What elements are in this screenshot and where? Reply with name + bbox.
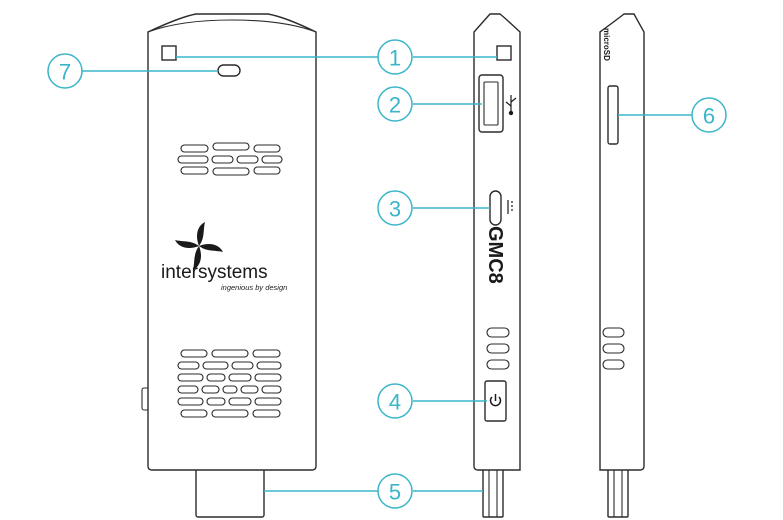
callout-3-label: 3 [389,197,401,222]
brand-name: intersystems [161,262,268,283]
hdmi-plug-side-b [607,466,629,518]
callouts: 1 2 3 4 5 6 7 [47,39,727,509]
status-led-window [161,45,177,61]
callout-4 [377,383,413,419]
status-led-side [496,45,512,61]
hdmi-plug-side [482,466,504,518]
callout-2-label: 2 [389,93,401,118]
callout-5-label: 5 [389,480,401,505]
dc-in-port [489,190,502,226]
callout-7 [47,53,83,89]
callout-4-label: 4 [389,390,401,415]
card-slot-label: microSD [602,28,611,61]
side-vents-b [602,327,625,370]
intersystems-logo-icon [175,222,223,270]
callout-3 [377,190,413,226]
upper-vents [177,142,283,176]
dc-power-icon [507,200,513,214]
lower-vents [177,349,282,418]
callout-1 [377,39,413,75]
front-top-seam [147,19,317,33]
side-body-b [599,13,645,471]
model-label: GMC8 [484,226,506,284]
microsd-slot [607,85,619,145]
hdmi-plug-front [195,466,265,518]
callout-6 [691,97,727,133]
front-view: intersystems ingenious by design [141,13,317,518]
callout-6-label: 6 [703,104,715,129]
callout-5 [377,473,413,509]
brand-tagline: ingenious by design [221,283,287,292]
side-vents-a [486,327,510,370]
callout-1-label: 1 [389,46,401,71]
usb-icon [505,95,517,116]
side-view-left: microSD [599,13,645,518]
callout-2 [377,86,413,122]
ir-receiver [217,64,241,77]
power-icon [489,394,502,407]
callout-7-label: 7 [59,60,71,85]
side-view-right: GMC8 [473,13,521,518]
